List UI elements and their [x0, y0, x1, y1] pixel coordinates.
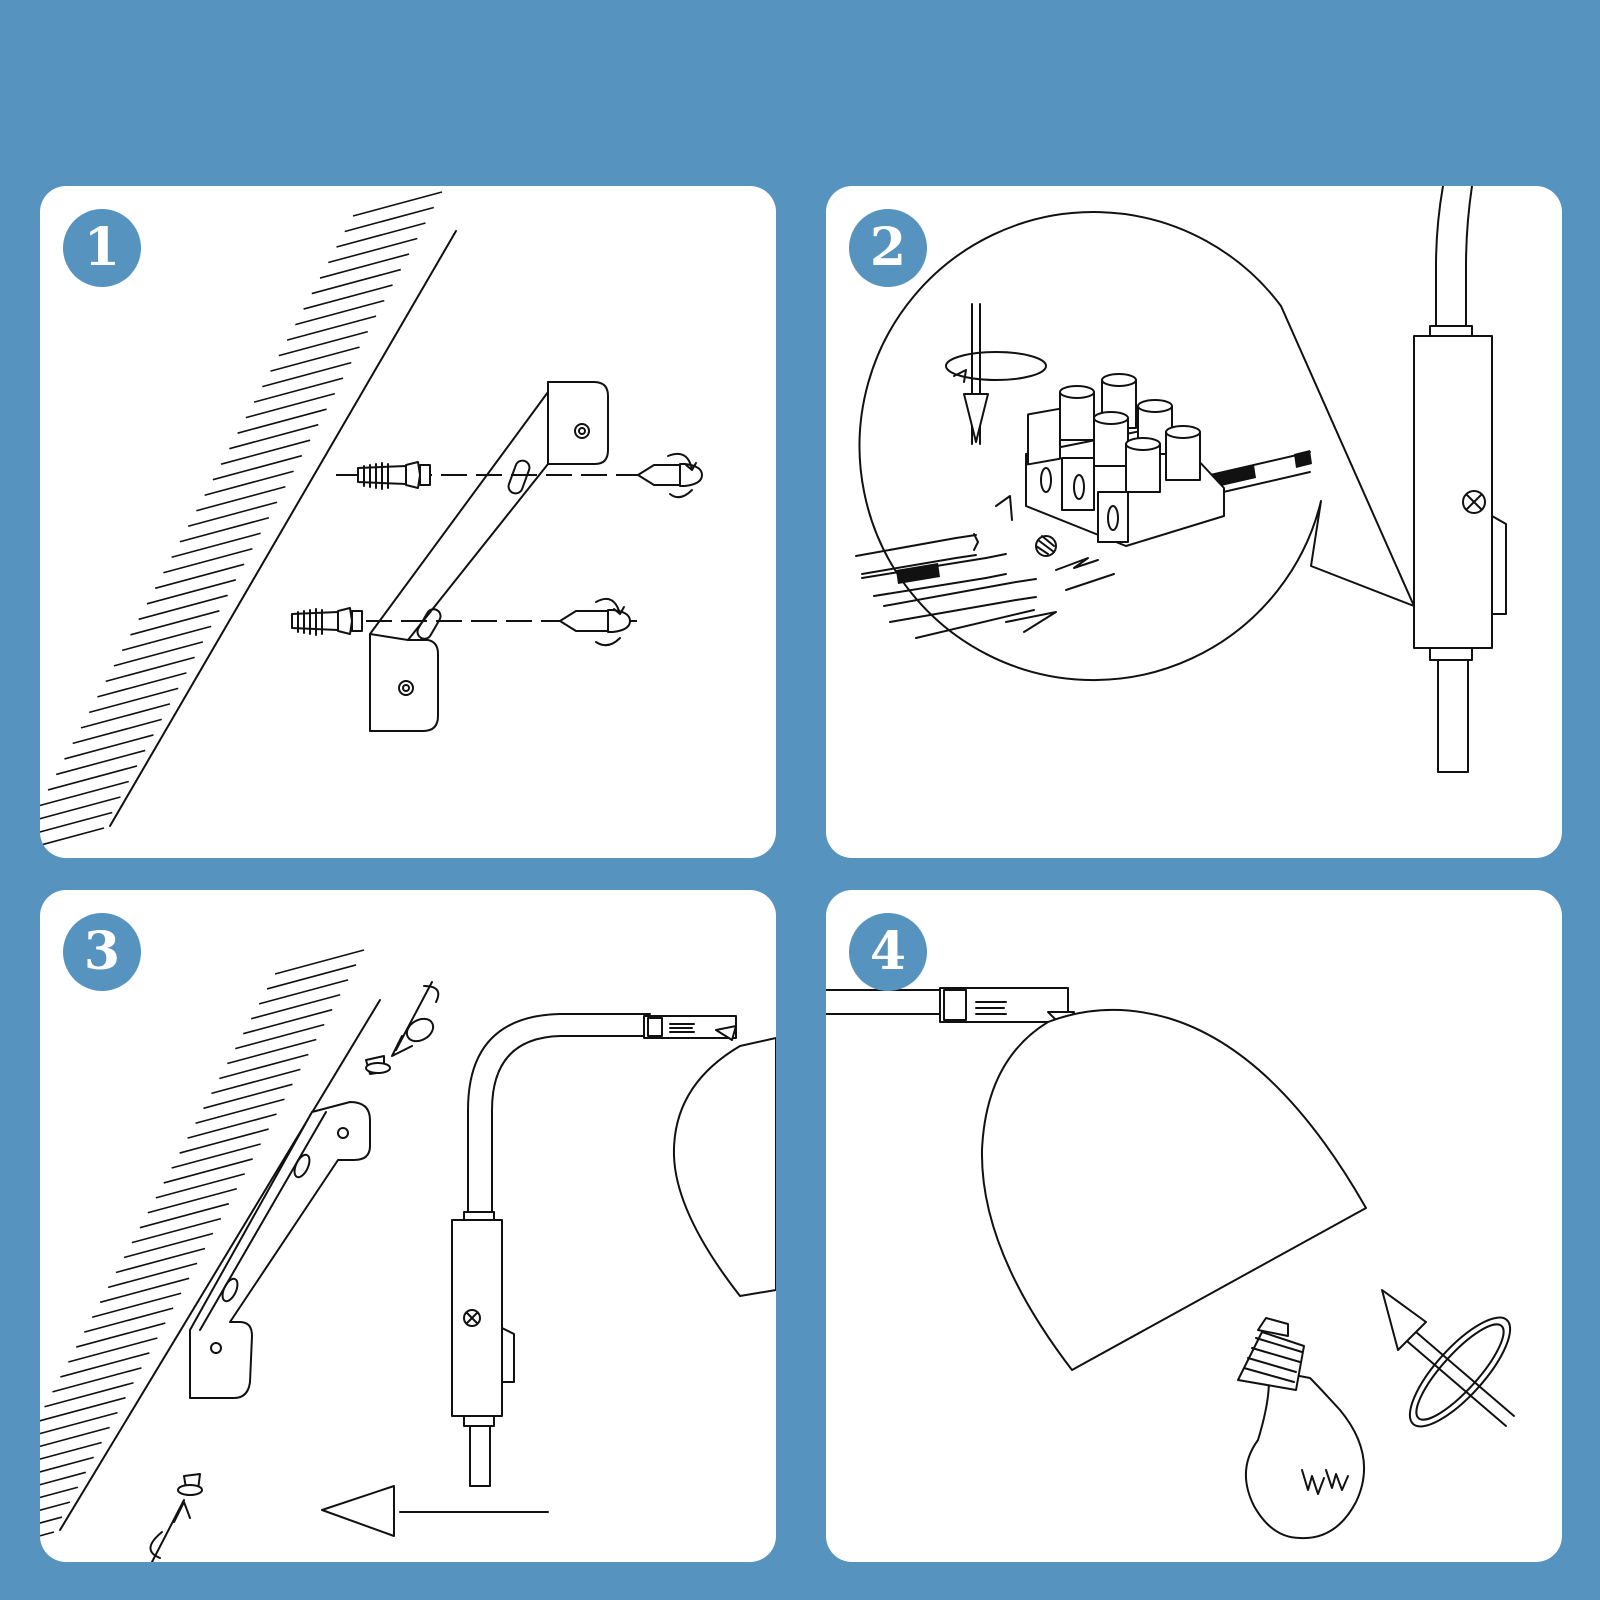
mounting-bracket [369, 381, 609, 732]
step-4-illustration [826, 987, 1515, 1540]
step-3-badge: 3 [63, 913, 141, 991]
wall-hatch [40, 191, 443, 847]
terminal-posts [1059, 373, 1201, 493]
wall-edge [109, 230, 457, 827]
step-2-illustration [855, 186, 1507, 773]
step-3-illustration [40, 949, 776, 1562]
bracket [189, 1101, 371, 1399]
step-2-badge: 2 [849, 209, 927, 287]
switch [1491, 515, 1507, 615]
wall-edge [59, 999, 381, 1531]
light-bulb [1237, 1317, 1366, 1540]
screwdriver-rotation-arrow [945, 303, 1047, 445]
step-2-panel: 2 [826, 186, 1562, 858]
screw-top [365, 981, 440, 1075]
screw-top [637, 452, 703, 499]
lamp-arm [467, 1013, 737, 1217]
terminal-block [1025, 373, 1225, 547]
push-arrow [321, 1485, 549, 1537]
lamp-arm [826, 987, 1075, 1031]
switch [501, 1327, 515, 1383]
lamp-shade-partial [672, 1037, 776, 1297]
step-1-badge: 1 [63, 209, 141, 287]
wall-anchor-top [357, 461, 431, 490]
ground-symbol [995, 495, 1115, 591]
lamp-shade [980, 1008, 1367, 1371]
step-4-panel: 4 [826, 890, 1562, 1562]
screw-bottom [559, 598, 631, 647]
screw-bottom [149, 1473, 203, 1562]
lamp-body [451, 1211, 515, 1487]
step-1-panel: 1 [40, 186, 776, 858]
lamp-body-screw [1462, 490, 1486, 514]
step-1-illustration [40, 191, 703, 847]
step-4-badge: 4 [849, 913, 927, 991]
bulb-base [1237, 1317, 1305, 1391]
rotation-arrow [1381, 1289, 1515, 1428]
push-arrow [915, 609, 1057, 639]
step-3-panel: 3 [40, 890, 776, 1562]
lamp-body [1413, 186, 1507, 773]
wall-hatch [40, 949, 365, 1537]
wall-anchor-bottom [291, 607, 363, 636]
